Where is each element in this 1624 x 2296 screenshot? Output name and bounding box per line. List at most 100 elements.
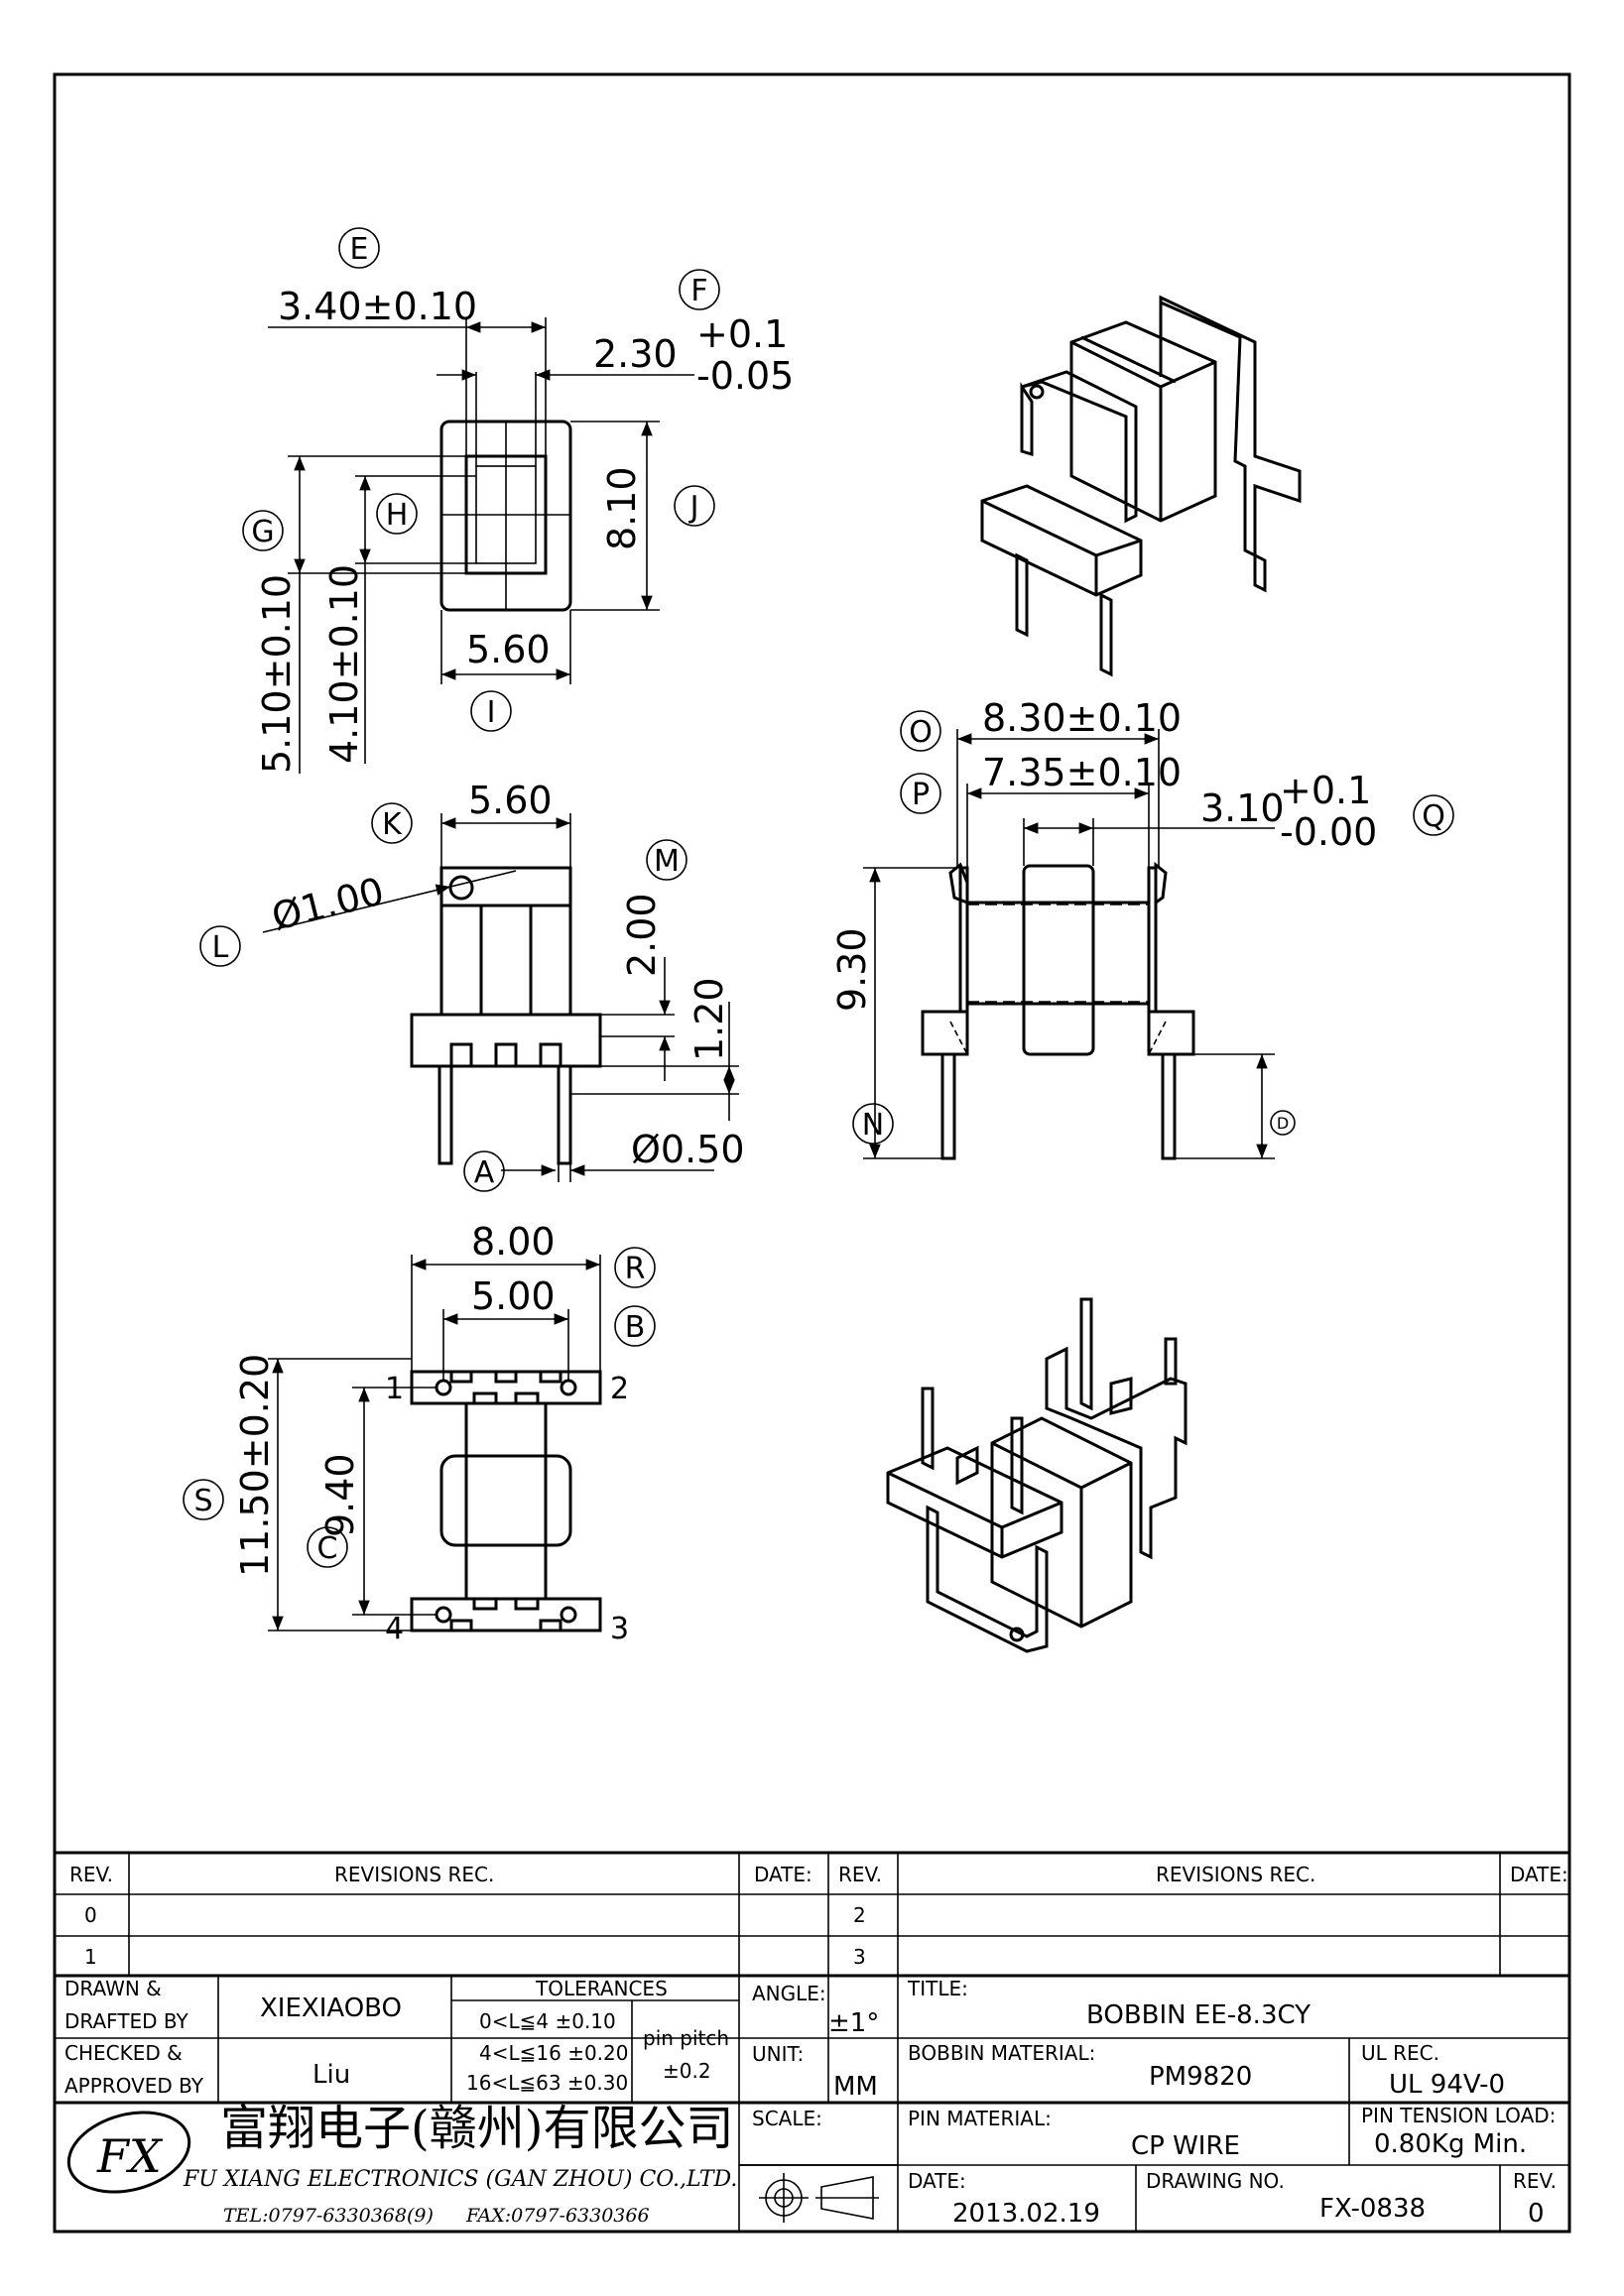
dim-k-text: 5.60 <box>468 779 553 822</box>
revisions-header-left: REVISIONS REC. <box>334 1863 494 1886</box>
dim-q-text: 3.10 <box>1200 786 1285 830</box>
rev-row-2: 2 <box>853 1903 866 1927</box>
callout-q: Q <box>1413 794 1454 836</box>
rev-row-1: 1 <box>84 1945 97 1969</box>
pin-3-label: 3 <box>610 1612 629 1646</box>
svg-text:F: F <box>690 274 707 308</box>
svg-text:N: N <box>862 1108 884 1143</box>
pin-material-label: PIN MATERIAL: <box>908 2107 1052 2130</box>
pin-tension-label: PIN TENSION LOAD: <box>1361 2104 1556 2127</box>
svg-text:M: M <box>654 844 680 879</box>
rev-row-0: 0 <box>84 1903 97 1927</box>
drawing-no-value: FX-0838 <box>1319 2194 1426 2224</box>
callout-a: A <box>463 1150 505 1192</box>
tolerances-header: TOLERANCES <box>535 1977 668 2000</box>
scale-label: SCALE: <box>752 2107 822 2130</box>
dim-m2-text: 1.20 <box>687 977 731 1061</box>
svg-text:B: B <box>625 1310 646 1345</box>
date-header-left: DATE: <box>754 1863 812 1886</box>
svg-text:A: A <box>474 1155 495 1190</box>
callout-e: E <box>338 227 380 269</box>
svg-text:E: E <box>350 232 369 267</box>
bobbin-material-value: PM9820 <box>1149 2062 1252 2092</box>
callout-i: I <box>470 690 512 732</box>
front-view: 5.60 Ø1.00 2.00 1.20 Ø0.50 <box>262 779 745 1182</box>
company-name-cn: 富翔电子(赣州)有限公司 <box>220 2101 733 2156</box>
svg-text:O: O <box>909 715 933 750</box>
ul-label: UL REC. <box>1361 2041 1439 2065</box>
dim-h-text: 4.10±0.10 <box>322 564 366 764</box>
dim-r-text: 8.00 <box>471 1220 556 1264</box>
checked-value: Liu <box>312 2060 350 2090</box>
title-block: REV. REVISIONS REC. DATE: REV. REVISIONS… <box>55 1851 1569 2232</box>
unit-value: MM <box>833 2072 878 2102</box>
drawn-value: XIEXIAOBO <box>260 1994 402 2023</box>
dim-f-tol-up: +0.1 <box>696 312 788 356</box>
callout-b: B <box>614 1305 656 1347</box>
company-logo: FX <box>66 2111 191 2194</box>
pin-pitch-value: ±0.2 <box>663 2059 711 2083</box>
dim-f-tol-dn: -0.05 <box>696 354 794 398</box>
isometric-view-top <box>980 295 1302 677</box>
dim-o-text: 8.30±0.10 <box>982 696 1182 740</box>
dim-i-text: 5.60 <box>466 628 551 671</box>
callout-l: L <box>199 925 241 967</box>
pin-hole <box>448 875 474 901</box>
pin-2-label: 2 <box>610 1372 629 1406</box>
callout-m: M <box>646 839 687 881</box>
dim-f-text: 2.30 <box>593 332 678 376</box>
pin-1-label: 1 <box>385 1372 404 1406</box>
company-fax: FAX:0797-6330366 <box>465 2205 650 2227</box>
svg-text:R: R <box>625 1252 646 1286</box>
dim-b-text: 5.00 <box>471 1274 556 1318</box>
drawing-no-label: DRAWING NO. <box>1146 2169 1285 2193</box>
dim-q-tol-dn: -0.00 <box>1280 810 1377 854</box>
callout-n: N <box>852 1103 894 1145</box>
isometric-view-bottom <box>886 1297 1187 1653</box>
drawn-label-2: DRAFTED BY <box>64 2009 189 2033</box>
callout-o: O <box>900 710 941 752</box>
angle-label: ANGLE: <box>752 1982 826 2005</box>
svg-text:C: C <box>317 1531 338 1566</box>
date-value: 2013.02.19 <box>952 2199 1100 2229</box>
date-label: DATE: <box>908 2169 966 2193</box>
callout-g: G <box>242 510 284 551</box>
company-name-en: FU XIANG ELECTRONICS (GAN ZHOU) CO.,LTD. <box>183 2167 737 2192</box>
drawn-label-1: DRAWN & <box>64 1977 162 2000</box>
rev-row-3: 3 <box>853 1945 866 1969</box>
dim-s-text: 11.50±0.20 <box>233 1354 277 1577</box>
title-value: BOBBIN EE-8.3CY <box>1086 2000 1311 2030</box>
rev-header-left: REV. <box>69 1863 113 1886</box>
callout-labels: E F G H J I K M L A O P Q N D R B S C <box>183 227 1454 1568</box>
bobbin-material-label: BOBBIN MATERIAL: <box>908 2041 1095 2065</box>
unit-label: UNIT: <box>752 2042 804 2066</box>
tol-row-3: 16<L≦63 ±0.30 <box>466 2071 628 2095</box>
side-view: 8.30±0.10 7.35±0.10 3.10 +0.1 -0.00 9.30 <box>830 696 1377 1160</box>
svg-text:K: K <box>382 807 403 842</box>
svg-text:Q: Q <box>1422 799 1445 834</box>
rev-header-right: REV. <box>838 1863 882 1886</box>
svg-text:I: I <box>487 695 496 730</box>
dim-q-tol-up: +0.1 <box>1280 769 1371 812</box>
pin-material-value: CP WIRE <box>1131 2131 1240 2161</box>
checked-label-2: APPROVED BY <box>64 2074 204 2098</box>
callout-c: C <box>307 1526 348 1568</box>
top-view: 3.40±0.10 2.30 +0.1 -0.05 8.10 5.60 5.10… <box>255 285 794 774</box>
ul-value: UL 94V-0 <box>1389 2070 1505 2100</box>
dim-c-text: 9.40 <box>318 1453 362 1537</box>
svg-text:D: D <box>1277 1114 1289 1133</box>
callout-d: D <box>1270 1110 1296 1136</box>
callout-k: K <box>371 802 413 844</box>
company-tel: TEL:0797-6330368(9) <box>223 2205 434 2227</box>
callout-h: H <box>376 493 418 535</box>
title-label: TITLE: <box>907 1977 968 2000</box>
svg-text:L: L <box>212 930 229 965</box>
svg-text:J: J <box>688 490 699 525</box>
dim-e-text: 3.40±0.10 <box>278 285 477 328</box>
dim-m-text: 2.00 <box>620 893 664 977</box>
angle-value: ±1° <box>828 2008 879 2038</box>
svg-text:H: H <box>386 498 409 533</box>
drawing-border <box>53 72 1571 2234</box>
callout-j: J <box>674 485 715 527</box>
